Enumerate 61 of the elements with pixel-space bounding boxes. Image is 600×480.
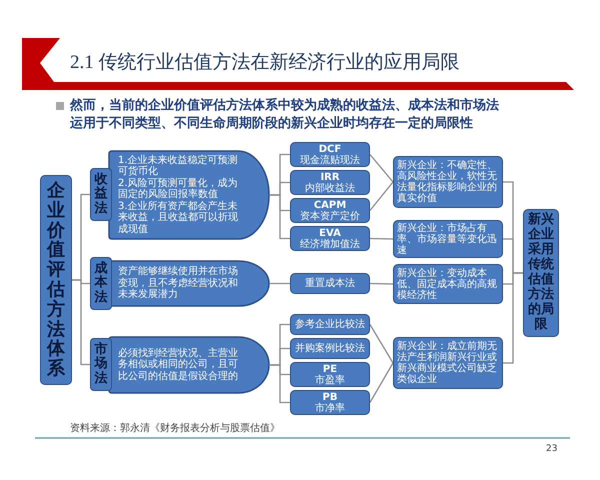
connector-line bbox=[370, 282, 394, 285]
connector-line bbox=[270, 194, 290, 240]
connector-line bbox=[270, 282, 290, 284]
tab-label: 成本法 bbox=[94, 262, 108, 305]
tab-label: 市场法 bbox=[94, 343, 108, 386]
condition-shape bbox=[108, 150, 270, 240]
connector-line bbox=[370, 154, 394, 182]
condition-shape bbox=[108, 336, 270, 394]
method-tab bbox=[90, 257, 112, 310]
limitation-text: 新兴企业：变动成本低、固定成本高的高规模经济性 bbox=[397, 268, 498, 300]
method-box bbox=[290, 338, 370, 359]
method-label: 市盈率 bbox=[315, 374, 345, 386]
method-box bbox=[290, 273, 370, 294]
method-label: 并购案例比较法 bbox=[295, 343, 365, 354]
limitation-text: 新兴企业：市场占有率、市场容量等变化迅速 bbox=[397, 222, 498, 256]
method-label: DCF bbox=[318, 144, 342, 154]
method-label: IRR bbox=[320, 172, 340, 182]
method-label: 资本资产定价 bbox=[300, 210, 360, 222]
method-box bbox=[290, 362, 370, 387]
method-tab bbox=[90, 338, 112, 391]
method-box bbox=[290, 226, 370, 251]
connector-line bbox=[370, 238, 394, 240]
connector-line bbox=[369, 324, 394, 364]
conclusion-text: 新兴企业采用传统估值方法的局限 bbox=[528, 213, 554, 333]
method-label: 内部收益法 bbox=[305, 182, 355, 194]
condition-text: 3.企业所有资产都会产生未来收益，且收益都可以折现成现值 bbox=[118, 200, 239, 236]
method-label: PE bbox=[322, 364, 338, 374]
bullet-text: 然而，当前的企业价值评估方法体系中较为成熟的收益法、成本法和市场法运用于不同类型、不同生命周期阶段的新兴企业时均存在一定的局限性 bbox=[70, 97, 500, 134]
method-label: CAPM bbox=[314, 200, 346, 210]
method-box bbox=[290, 198, 370, 223]
limitation-text: 新兴企业：成立前期无法产生利润新兴行业或新兴商业模式公司缺乏类似企业 bbox=[397, 341, 498, 385]
page-number: 23 bbox=[546, 444, 558, 454]
method-label: 市净率 bbox=[315, 402, 345, 414]
conclusion-box bbox=[523, 209, 559, 337]
slide-title: 2.1 传统行业估值方法在新经济行业的应用局限 bbox=[70, 51, 460, 75]
condition-text: 2.风险可预测可量化，成为固定的风险回报率数值 bbox=[118, 178, 239, 200]
method-box bbox=[290, 314, 370, 335]
connector-line bbox=[72, 279, 90, 366]
method-label: 参考企业比较法 bbox=[295, 319, 365, 330]
source-note: 资料来源：郭永清《财务报表分析与股票估值》 bbox=[70, 422, 280, 435]
connector-line bbox=[369, 362, 394, 403]
method-label: 现金流贴现法 bbox=[300, 154, 360, 166]
method-label: 经济增加值法 bbox=[300, 238, 360, 250]
method-tab bbox=[90, 168, 112, 221]
method-box bbox=[290, 390, 370, 415]
category-label: 企业价值评估方法体系 bbox=[47, 181, 65, 379]
category-box bbox=[40, 175, 72, 385]
condition-text: 必须找到经营状况、主营业务相似或相同的公司，且可比公司的估值是假设合理的 bbox=[118, 348, 239, 382]
method-label: PB bbox=[322, 392, 338, 402]
method-label: 重置成本法 bbox=[305, 278, 355, 289]
connector-line bbox=[370, 182, 394, 211]
limitation-box bbox=[393, 220, 503, 258]
method-box bbox=[290, 170, 370, 195]
method-label: EVA bbox=[319, 228, 341, 238]
tab-label: 收益法 bbox=[94, 173, 108, 216]
condition-text: 资产能够继续使用并在市场变现，且不考虑经营状况和未来发展潜力 bbox=[118, 266, 239, 301]
limitation-text: 新兴企业：不确定性、高风险性企业，软性无法量化指标影响企业的真实价值 bbox=[397, 160, 498, 204]
connector-line bbox=[270, 364, 290, 404]
condition-text: 1.企业未来收益稳定可预测可货币化 bbox=[118, 154, 239, 178]
connector-line bbox=[503, 272, 523, 364]
method-box bbox=[290, 142, 370, 167]
